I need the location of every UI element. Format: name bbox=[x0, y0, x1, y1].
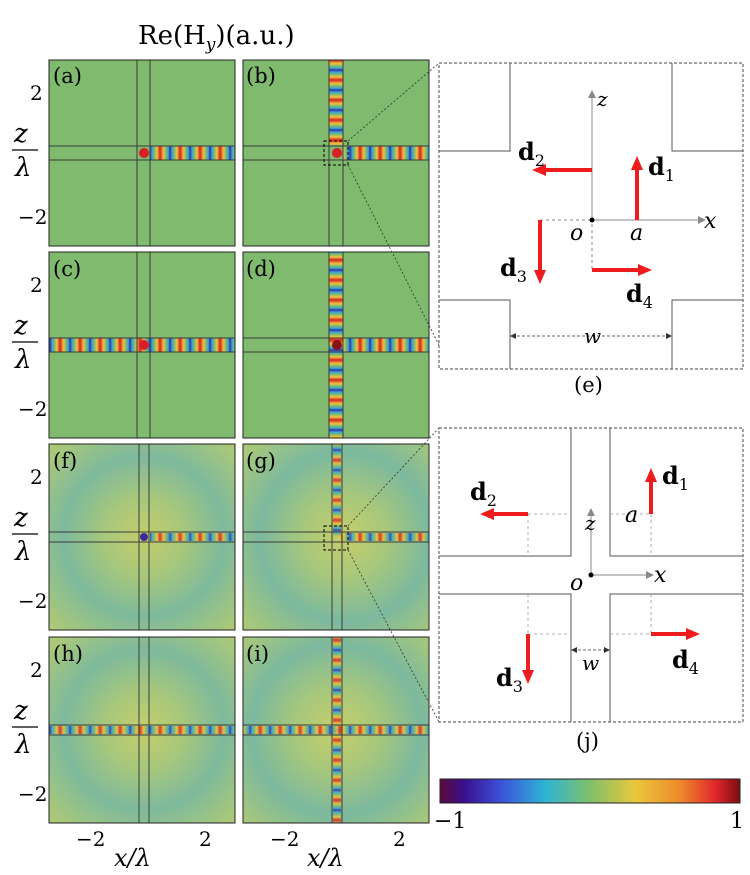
panel-b bbox=[243, 60, 429, 246]
j-offset-a: a bbox=[625, 503, 638, 528]
ytick-top: 2 bbox=[30, 273, 43, 297]
xlabel: x/λ bbox=[114, 844, 151, 872]
e-origin: o bbox=[570, 221, 583, 246]
panel-h bbox=[49, 637, 235, 823]
j-label: (j) bbox=[576, 729, 599, 753]
ylabel-lambda: λ bbox=[14, 345, 31, 375]
e-d3: d3 bbox=[500, 253, 527, 286]
panel-a bbox=[49, 60, 235, 246]
panel-i bbox=[243, 637, 429, 823]
figure-title: Re(Hy)(a.u.) bbox=[138, 21, 295, 55]
panel-label-i: (i) bbox=[246, 642, 269, 666]
ylabel-z: z bbox=[13, 311, 28, 341]
colorbar: −1 1 bbox=[434, 778, 744, 834]
colorbar-max: 1 bbox=[730, 809, 744, 834]
ytick-top: 2 bbox=[30, 465, 43, 489]
j-axis-z: z bbox=[584, 511, 596, 535]
panel-label-c: (c) bbox=[53, 257, 81, 281]
j-d2: d2 bbox=[470, 477, 497, 510]
panel-label-f: (f) bbox=[53, 449, 77, 473]
xtick-left: −2 bbox=[270, 827, 299, 851]
colorbar-min: −1 bbox=[434, 809, 466, 834]
panel-label-g: (g) bbox=[246, 449, 276, 473]
ytick-bottom: −2 bbox=[18, 782, 47, 806]
xtick-right: 2 bbox=[199, 827, 212, 851]
ytick-top: 2 bbox=[30, 658, 43, 682]
e-d2: d2 bbox=[518, 137, 545, 170]
schematic-j: z x o a w d1 d2 d3 d4 (j) bbox=[438, 427, 744, 753]
ytick-bottom: −2 bbox=[18, 397, 47, 421]
j-origin: o bbox=[570, 571, 583, 596]
ytick-bottom: −2 bbox=[18, 589, 47, 613]
panel-c bbox=[49, 252, 235, 438]
panel-label-b: (b) bbox=[246, 64, 276, 88]
panel-label-h: (h) bbox=[53, 642, 83, 666]
xlabel: x/λ bbox=[307, 844, 344, 872]
panel-label-d: (d) bbox=[246, 257, 276, 281]
e-width-w: w bbox=[584, 324, 601, 348]
ylabel-z: z bbox=[13, 696, 28, 726]
ylabel-lambda: λ bbox=[14, 730, 31, 760]
j-d1: d1 bbox=[662, 461, 689, 494]
xtick-left: −2 bbox=[76, 827, 105, 851]
e-axis-z: z bbox=[596, 87, 608, 111]
ytick-top: 2 bbox=[30, 81, 43, 105]
ylabel-z: z bbox=[13, 119, 28, 149]
j-d4: d4 bbox=[672, 645, 699, 678]
panel-d bbox=[243, 252, 429, 438]
e-d4: d4 bbox=[626, 279, 653, 312]
e-label: (e) bbox=[574, 373, 603, 397]
j-width-w: w bbox=[582, 651, 599, 675]
j-axis-x: x bbox=[654, 563, 667, 588]
xtick-right: 2 bbox=[393, 827, 406, 851]
panel-g bbox=[243, 444, 429, 630]
zoom-guides bbox=[347, 62, 440, 723]
ytick-bottom: −2 bbox=[18, 205, 47, 229]
panel-f bbox=[49, 444, 235, 630]
ylabel-z: z bbox=[13, 503, 28, 533]
j-d3: d3 bbox=[496, 663, 523, 696]
schematic-e: z x o a w d1 d2 d3 d4 (e) bbox=[438, 62, 744, 397]
x-axis-labels: −2 2 x/λ −2 2 x/λ bbox=[76, 827, 406, 872]
e-offset-a: a bbox=[630, 221, 643, 246]
e-axis-x: x bbox=[704, 209, 717, 234]
panel-label-a: (a) bbox=[53, 64, 82, 88]
y-axis-labels: 2 z λ −2 2 z λ −2 2 z λ −2 2 z λ −2 bbox=[12, 81, 47, 806]
ylabel-lambda: λ bbox=[14, 537, 31, 567]
ylabel-lambda: λ bbox=[14, 153, 31, 183]
e-d1: d1 bbox=[648, 152, 675, 185]
